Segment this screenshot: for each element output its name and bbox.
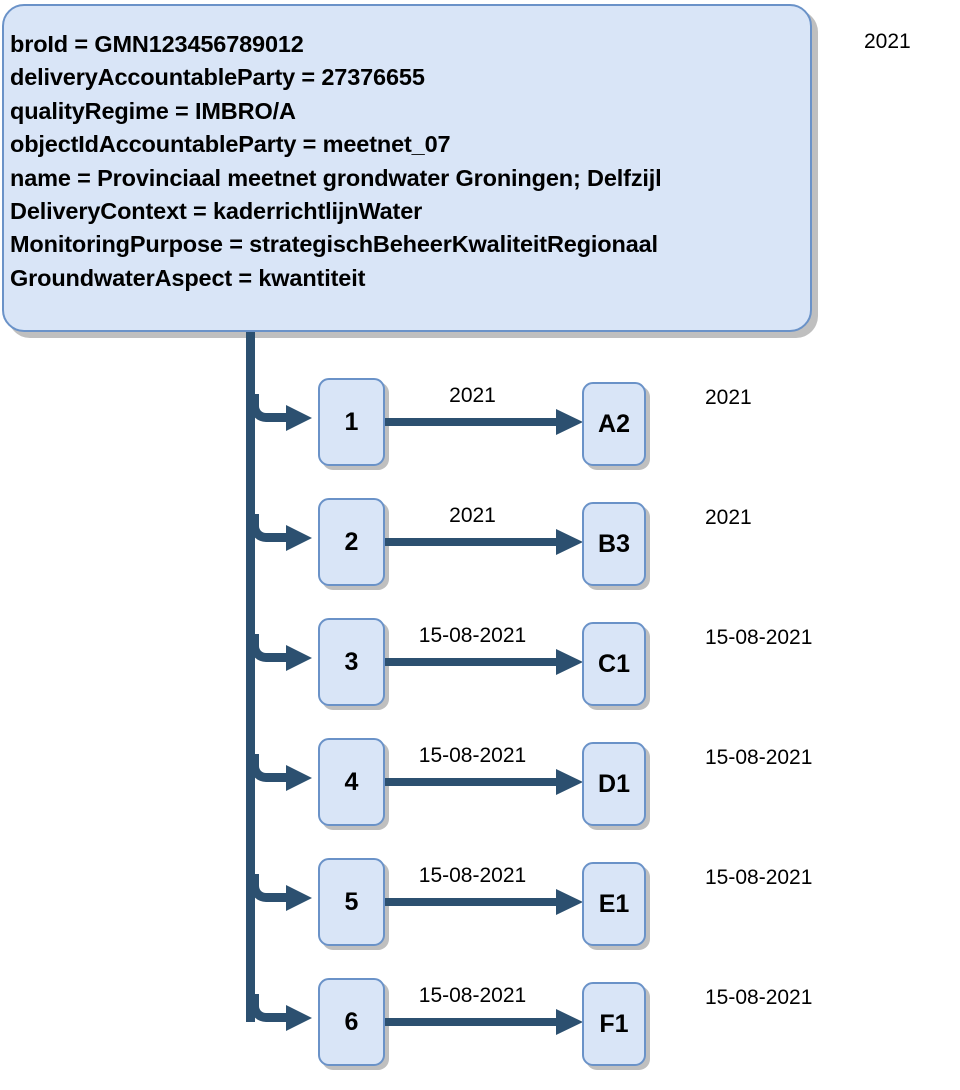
tree-row: 1 2021 A2 2021 [0, 370, 960, 490]
branch-stub [268, 773, 288, 782]
edge-label: 2021 [449, 384, 496, 407]
branch-stub [268, 653, 288, 662]
branch-arrowhead-icon [286, 765, 312, 791]
measuring-point-node[interactable]: 5 [318, 858, 385, 946]
branch-stub [268, 893, 288, 902]
attribute-line-groundwater-aspect: GroundwaterAspect = kwantiteit [10, 264, 366, 291]
tree-row: 2 2021 B3 2021 [0, 490, 960, 610]
tube-node[interactable]: A2 [582, 382, 646, 466]
edge-label: 15-08-2021 [418, 864, 527, 887]
branch-arrowhead-icon [286, 645, 312, 671]
branch-stub [268, 1013, 288, 1022]
row-note-label: 15-08-2021 [705, 866, 813, 889]
tree-row: 3 15-08-2021 C1 15-08-2021 [0, 610, 960, 730]
attribute-line-monitoring-purpose: MonitoringPurpose = strategischBeheerKwa… [10, 231, 658, 258]
tube-node[interactable]: E1 [582, 862, 646, 946]
measuring-point-node[interactable]: 2 [318, 498, 385, 586]
tube-node[interactable]: C1 [582, 622, 646, 706]
branch-elbow-connector [250, 634, 276, 662]
measuring-point-node[interactable]: 6 [318, 978, 385, 1066]
row-note-label: 2021 [705, 386, 752, 409]
tree-row: 5 15-08-2021 E1 15-08-2021 [0, 850, 960, 970]
attribute-line-delivery-context: DeliveryContext = kaderrichtlijnWater [10, 198, 423, 225]
tube-node[interactable]: D1 [582, 742, 646, 826]
row-note-label: 15-08-2021 [705, 746, 813, 769]
measuring-point-node[interactable]: 4 [318, 738, 385, 826]
edge-arrowhead-icon [556, 889, 583, 915]
branch-arrowhead-icon [286, 525, 312, 551]
branch-elbow-connector [250, 874, 276, 902]
branch-arrowhead-icon [286, 405, 312, 431]
edge-arrowhead-icon [556, 769, 583, 795]
edge-arrowhead-icon [556, 1009, 583, 1035]
edge-connector-line [385, 898, 558, 906]
tree-row: 6 15-08-2021 F1 15-08-2021 [0, 970, 960, 1090]
row-note-label: 15-08-2021 [705, 986, 813, 1009]
branch-elbow-connector [250, 754, 276, 782]
attribute-line-name: name = Provinciaal meetnet grondwater Gr… [10, 164, 662, 191]
tree-trunk-connector [246, 332, 255, 1022]
branch-stub [268, 413, 288, 422]
measuring-point-node[interactable]: 3 [318, 618, 385, 706]
branch-arrowhead-icon [286, 885, 312, 911]
edge-label: 15-08-2021 [418, 984, 527, 1007]
attribute-line-broid: broId = GMN123456789012 [10, 31, 304, 57]
attribute-line-object-id-accountable-party: objectIdAccountableParty = meetnet_07 [10, 131, 451, 158]
edge-label: 2021 [449, 504, 496, 527]
edge-label: 15-08-2021 [418, 744, 527, 767]
edge-arrowhead-icon [556, 529, 583, 555]
edge-connector-line [385, 1018, 558, 1026]
edge-connector-line [385, 418, 558, 426]
edge-arrowhead-icon [556, 649, 583, 675]
diagram-top-right-label: 2021 [864, 30, 911, 53]
branch-arrowhead-icon [286, 1005, 312, 1031]
branch-stub [268, 533, 288, 542]
branch-elbow-connector [250, 514, 276, 542]
tube-node[interactable]: B3 [582, 502, 646, 586]
monitoring-network-attribute-card: broId = GMN123456789012 deliveryAccounta… [2, 4, 812, 332]
row-note-label: 2021 [705, 506, 752, 529]
edge-connector-line [385, 658, 558, 666]
branch-elbow-connector [250, 394, 276, 422]
edge-connector-line [385, 538, 558, 546]
edge-arrowhead-icon [556, 409, 583, 435]
measuring-point-node[interactable]: 1 [318, 378, 385, 466]
branch-elbow-connector [250, 994, 276, 1022]
tree-row: 4 15-08-2021 D1 15-08-2021 [0, 730, 960, 850]
attribute-line-delivery-accountable-party: deliveryAccountableParty = 27376655 [10, 64, 425, 91]
edge-label: 15-08-2021 [418, 624, 527, 647]
attribute-line-quality-regime: qualityRegime = IMBRO/A [10, 97, 296, 124]
tube-node[interactable]: F1 [582, 982, 646, 1066]
edge-connector-line [385, 778, 558, 786]
row-note-label: 15-08-2021 [705, 626, 813, 649]
